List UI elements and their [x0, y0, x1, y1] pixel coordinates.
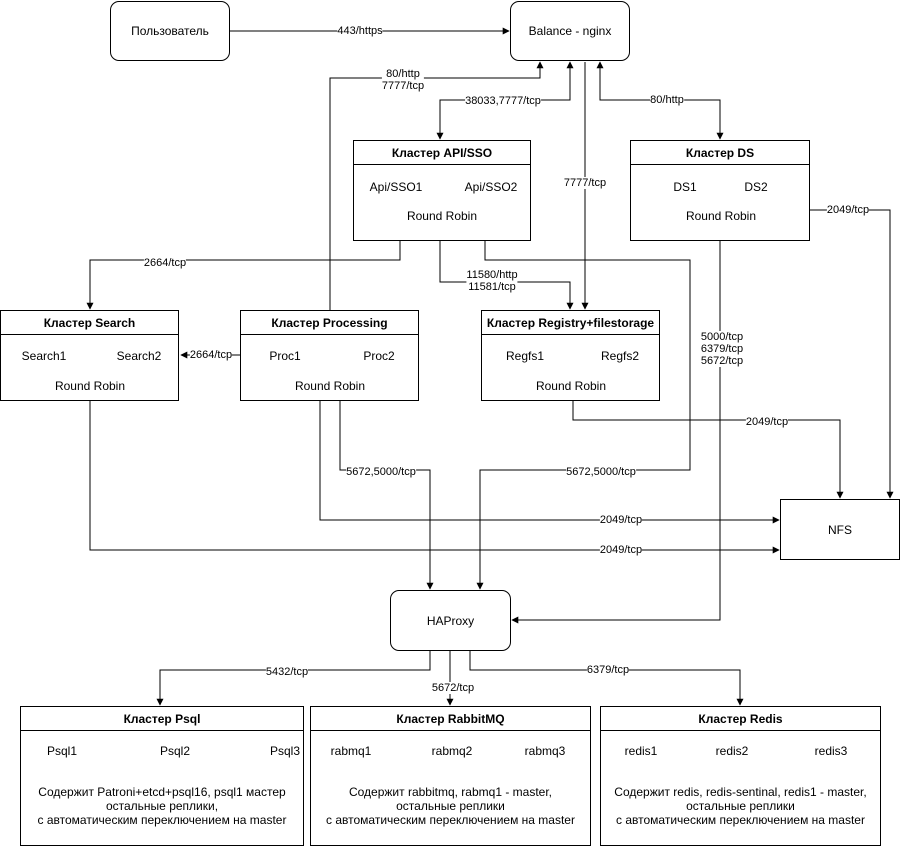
- ds-cluster[interactable]: Кластер DS DS1 DS2 Round Robin: [630, 140, 810, 241]
- search-cluster[interactable]: Кластер Search Search1 Search2 Round Rob…: [0, 310, 179, 401]
- ds-cluster-title: Кластер DS: [631, 141, 809, 165]
- psql-description: Содержит Patroni+etcd+psql16, psql1 маст…: [21, 785, 303, 827]
- processing-cluster-title: Кластер Processing: [241, 311, 418, 335]
- balancer-node[interactable]: Balance - nginx: [510, 1, 630, 61]
- rabbitmq-desc-line: остальные реплики: [396, 799, 505, 813]
- rabbitmq-cluster-title: Кластер RabbitMQ: [311, 707, 590, 731]
- label-balancer-api: 38033,7777/tcp: [465, 95, 541, 107]
- rabbitmq-member-2: rabmq2: [431, 744, 473, 758]
- label-balancer-registry: 7777/tcp: [563, 177, 607, 189]
- psql-member-1: Psql1: [46, 744, 78, 758]
- redis-cluster-title: Кластер Redis: [601, 707, 880, 731]
- processing-member-2: Proc2: [363, 349, 395, 363]
- psql-member-3: Psql3: [269, 744, 301, 758]
- api-member-1: Api/SSO1: [369, 180, 423, 194]
- label-balancer-ds: 80/http: [650, 94, 684, 106]
- label-line: 6379/tcp: [700, 343, 744, 355]
- haproxy-node[interactable]: HAProxy: [390, 590, 511, 651]
- psql-desc-line: с автоматическим переключением на master: [37, 813, 287, 827]
- edge-search-nfs: [89, 400, 780, 554]
- redis-desc-line: остальные реплики: [686, 799, 795, 813]
- api-cluster[interactable]: Кластер API/SSO Api/SSO1 Api/SSO2 Round …: [353, 140, 531, 241]
- redis-member-2: redis2: [715, 744, 749, 758]
- edge-api-search: [86, 240, 401, 310]
- psql-cluster-title: Кластер Psql: [21, 707, 303, 731]
- nfs-node[interactable]: NFS: [780, 499, 900, 560]
- edge-haproxy-psql: [156, 651, 431, 706]
- label-proc-haproxy: 5672,5000/tcp: [346, 466, 416, 478]
- processing-cluster[interactable]: Кластер Processing Proc1 Proc2 Round Rob…: [240, 310, 419, 401]
- label-haproxy-redis: 6379/tcp: [586, 664, 630, 676]
- search-mode: Round Robin: [54, 379, 126, 393]
- registry-member-1: Regfs1: [505, 349, 545, 363]
- psql-cluster[interactable]: Кластер Psql Psql1 Psql2 Psql3 Содержит …: [20, 706, 304, 846]
- api-cluster-title: Кластер API/SSO: [354, 141, 530, 165]
- rabbitmq-description: Содержит rabbitmq, rabmq1 - master, оста…: [311, 785, 590, 827]
- edge-proc-haproxy: [339, 400, 434, 590]
- redis-member-1: redis1: [624, 744, 658, 758]
- rabbitmq-member-1: rabmq1: [330, 744, 372, 758]
- api-member-2: Api/SSO2: [464, 180, 518, 194]
- label-haproxy-psql: 5432/tcp: [265, 666, 309, 678]
- registry-mode: Round Robin: [535, 379, 607, 393]
- redis-cluster[interactable]: Кластер Redis redis1 redis2 redis3 Содер…: [600, 706, 881, 846]
- label-line: 7777/tcp: [381, 80, 425, 92]
- rabbitmq-desc-line: Содержит rabbitmq, rabmq1 - master,: [348, 785, 553, 799]
- rabbitmq-cluster[interactable]: Кластер RabbitMQ rabmq1 rabmq2 rabmq3 Со…: [310, 706, 591, 846]
- label-ds-haproxy: 5000/tcp 6379/tcp 5672/tcp: [700, 331, 744, 367]
- ds-member-1: DS1: [673, 180, 697, 194]
- label-proc-balancer: 80/http 7777/tcp: [381, 68, 425, 92]
- redis-member-3: redis3: [814, 744, 848, 758]
- nfs-label: NFS: [828, 522, 852, 537]
- label-ds-nfs: 2049/tcp: [826, 204, 870, 216]
- label-api-search: 2664/tcp: [143, 257, 187, 269]
- edge-proc-nfs: [319, 400, 780, 524]
- label-line: 5000/tcp: [700, 331, 744, 343]
- label-api-registry: 11580/http 11581/tcp: [466, 269, 518, 293]
- rabbitmq-desc-line: с автоматическим переключением на master: [326, 813, 575, 827]
- rabbitmq-member-3: rabmq3: [524, 744, 566, 758]
- label-line: 11581/tcp: [468, 281, 516, 293]
- label-search-nfs: 2049/tcp: [599, 544, 643, 556]
- label-line: 80/http: [386, 68, 420, 80]
- search-cluster-title: Кластер Search: [1, 311, 178, 335]
- label-proc-nfs: 2049/tcp: [599, 514, 643, 526]
- label-api-haproxy: 5672,5000/tcp: [566, 466, 636, 478]
- processing-member-1: Proc1: [269, 349, 301, 363]
- label-registry-nfs: 2049/tcp: [745, 416, 789, 428]
- edge-ds-nfs: [810, 209, 894, 499]
- label-line: 5672/tcp: [700, 355, 744, 367]
- label-line: 11580/http: [466, 269, 518, 281]
- redis-desc-line: с автоматическим переключением на master: [616, 813, 865, 827]
- registry-member-2: Regfs2: [600, 349, 640, 363]
- label-user-balancer: 443/https: [337, 25, 383, 37]
- label-haproxy-rabbit: 5672/tcp: [431, 682, 475, 694]
- edge-haproxy-redis: [469, 651, 744, 706]
- edge-ds-haproxy: [511, 240, 721, 624]
- edge-api-haproxy: [476, 240, 691, 590]
- redis-description: Содержит redis, redis-sentinal, redis1 -…: [601, 785, 880, 827]
- psql-member-2: Psql2: [159, 744, 191, 758]
- psql-desc-line: Содержит Patroni+etcd+psql16, psql1 маст…: [38, 785, 286, 799]
- processing-mode: Round Robin: [294, 379, 366, 393]
- api-mode: Round Robin: [406, 209, 478, 223]
- label-proc-search: 2664/tcp: [189, 349, 233, 361]
- ds-mode: Round Robin: [685, 209, 757, 223]
- registry-cluster-title: Кластер Registry+filestorage: [482, 311, 659, 335]
- ds-member-2: DS2: [744, 180, 768, 194]
- registry-cluster[interactable]: Кластер Registry+filestorage Regfs1 Regf…: [481, 310, 660, 401]
- user-node[interactable]: Пользователь: [110, 1, 230, 61]
- edge-registry-nfs: [572, 400, 844, 499]
- redis-desc-line: Содержит redis, redis-sentinal, redis1 -…: [614, 785, 867, 799]
- search-member-2: Search2: [116, 349, 162, 363]
- psql-desc-line: остальные реплики,: [105, 799, 219, 813]
- search-member-1: Search1: [21, 349, 67, 363]
